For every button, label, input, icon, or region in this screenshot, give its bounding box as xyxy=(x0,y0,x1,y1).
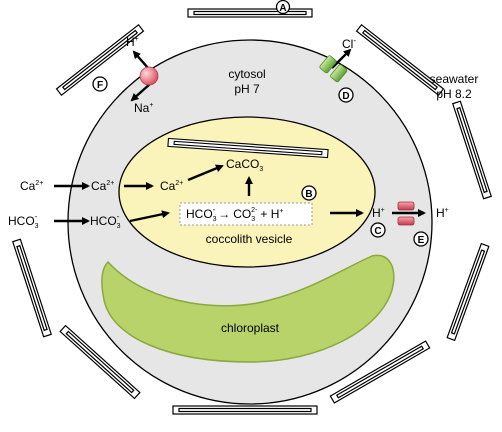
svg-text:B: B xyxy=(305,189,312,200)
marker-d: D xyxy=(338,87,354,103)
chloroplast-label: chloroplast xyxy=(221,321,280,335)
cytosol-ph-label: pH 7 xyxy=(234,82,260,96)
h-outside-label: H+ xyxy=(436,206,449,220)
svg-text:C: C xyxy=(374,226,381,237)
coccolith-plate-bottom-left xyxy=(59,324,141,400)
hco3-outside-label: HCO3- xyxy=(8,212,39,230)
h-top-label: H+ xyxy=(126,35,139,49)
coccolith-plates xyxy=(11,8,493,415)
coccolith-vesicle-label: coccolith vesicle xyxy=(206,232,293,246)
caco3-label: CaCO3 xyxy=(226,157,263,173)
arrow-cl-out xyxy=(331,48,352,69)
arrow-h-in xyxy=(132,50,149,69)
na-label: Na+ xyxy=(134,101,153,115)
coccolith-plate-top-left xyxy=(55,23,145,97)
arrow-hco3-to-vesicle xyxy=(129,210,170,223)
svg-text:D: D xyxy=(342,91,349,102)
ca-cytosol-label: Ca2+ xyxy=(91,179,114,193)
coccolith-plate-top xyxy=(187,8,313,18)
ca-vesicle-label: Ca2+ xyxy=(160,179,183,193)
na-h-exchanger-icon xyxy=(139,66,159,86)
seawater-ph-label: pH 8.2 xyxy=(436,87,472,101)
marker-c: C xyxy=(370,222,386,238)
reaction-equation: HCO3-→CO32-+ H+ xyxy=(186,205,284,223)
arrow-na-out xyxy=(130,83,151,102)
h-channel-icon xyxy=(397,201,415,226)
marker-b: B xyxy=(301,185,317,201)
seawater-label: seawater xyxy=(430,72,479,86)
coccolith-plate-top-right xyxy=(355,23,445,97)
coccolith-plate-bottom-right xyxy=(329,340,431,404)
reaction-box xyxy=(179,202,313,226)
svg-text:F: F xyxy=(97,80,103,91)
cl-label: Cl- xyxy=(342,36,356,51)
cytosol-label: cytosol xyxy=(228,67,265,81)
coccolith-plate-bottom xyxy=(172,405,318,415)
flux-arrows xyxy=(54,48,426,225)
marker-a: A xyxy=(275,0,291,15)
cl-channel-icon xyxy=(319,55,348,83)
forming-coccolith xyxy=(167,137,329,159)
arrow-ca-to-caco3 xyxy=(187,164,224,182)
marker-e: E xyxy=(413,231,429,247)
h-vesicle-efflux-label: H+ xyxy=(372,206,385,220)
ca-outside-label: Ca2+ xyxy=(20,179,43,193)
svg-text:A: A xyxy=(279,3,286,14)
coccolith-plate-left-lower xyxy=(11,238,53,338)
marker-f: F xyxy=(92,76,108,92)
coccolith-plate-right-lower xyxy=(446,242,490,342)
svg-text:E: E xyxy=(418,235,425,246)
coccolith-plate-right-upper xyxy=(451,100,493,200)
chloroplast xyxy=(101,254,395,363)
hco3-cytosol-label: HCO3- xyxy=(90,212,121,230)
